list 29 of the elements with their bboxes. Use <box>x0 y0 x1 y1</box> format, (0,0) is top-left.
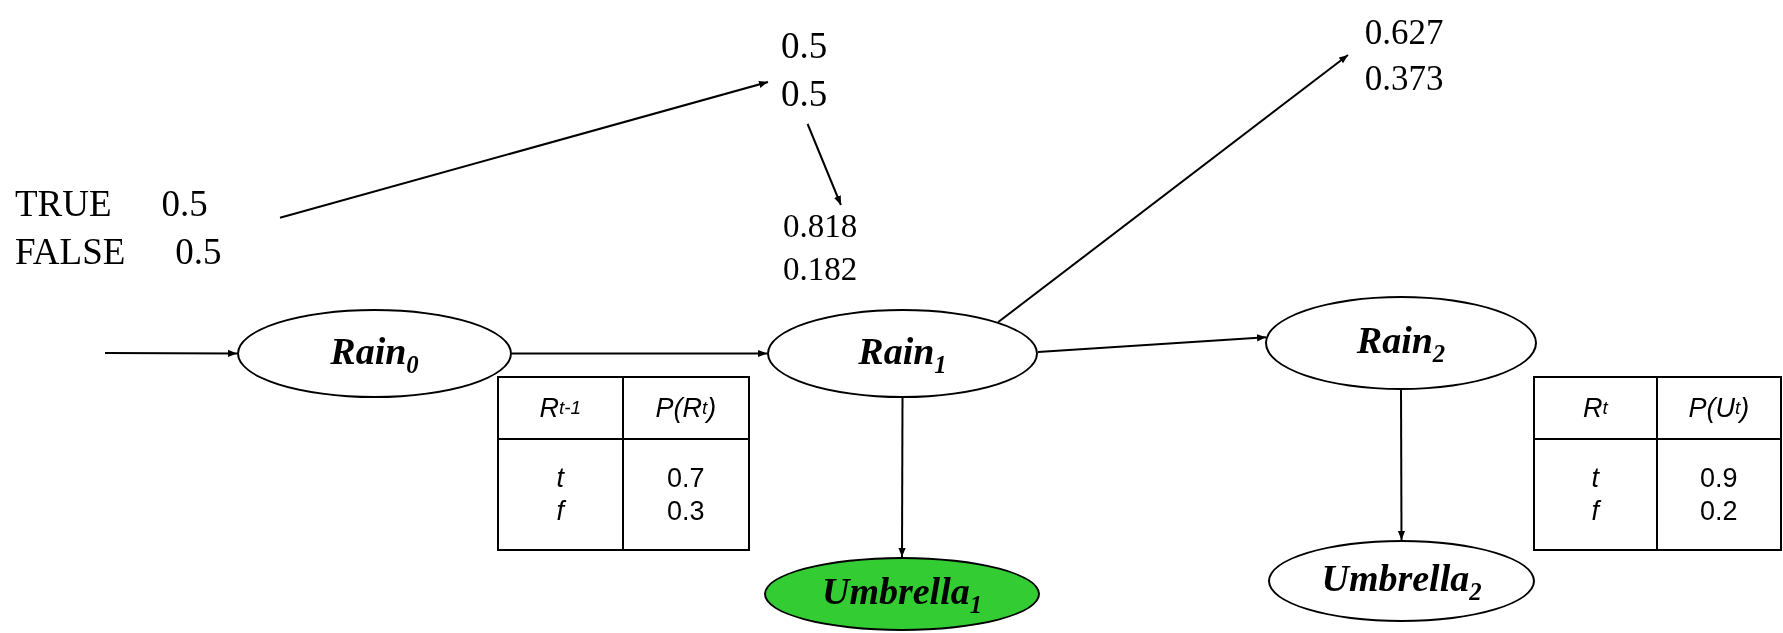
arrow <box>898 397 906 558</box>
arrow <box>997 54 1349 324</box>
probability-text: 0.5 <box>780 72 828 117</box>
node-label: Rain$_{1}$ <box>858 328 947 379</box>
node-label: Umbrella$_{2}$ <box>1321 556 1482 606</box>
table-value: 0.7 <box>665 462 706 495</box>
arrow <box>279 80 769 219</box>
node-label: Umbrella$_{1}$ <box>821 569 983 619</box>
probability-text: FALSE 0.5 <box>15 230 222 275</box>
arrow <box>104 349 238 358</box>
probability-text: 0.182 <box>782 249 858 289</box>
probability-text: TRUE 0.5 <box>15 182 208 226</box>
probability-text: 0.5 <box>780 24 828 68</box>
node-label: Rain$_{0}$ <box>330 328 419 379</box>
probability-text: 0.373 <box>1364 57 1444 100</box>
node-label: Rain$_{2}$ <box>1356 318 1446 368</box>
table-value: 0.3 <box>665 494 706 528</box>
table-value: f <box>499 494 624 549</box>
probability-text: 0.818 <box>782 207 858 246</box>
arrow <box>806 123 842 206</box>
table-value: 0.2 <box>1698 494 1739 528</box>
probability-text: 0.627 <box>1364 12 1444 54</box>
table-value: t <box>1535 440 1658 495</box>
arrow <box>1036 334 1267 353</box>
arrow <box>1397 389 1406 541</box>
table-value: f <box>1535 494 1658 549</box>
arrow <box>511 349 768 358</box>
table-value: t <box>499 440 624 495</box>
table-value: 0.9 <box>1698 462 1739 495</box>
